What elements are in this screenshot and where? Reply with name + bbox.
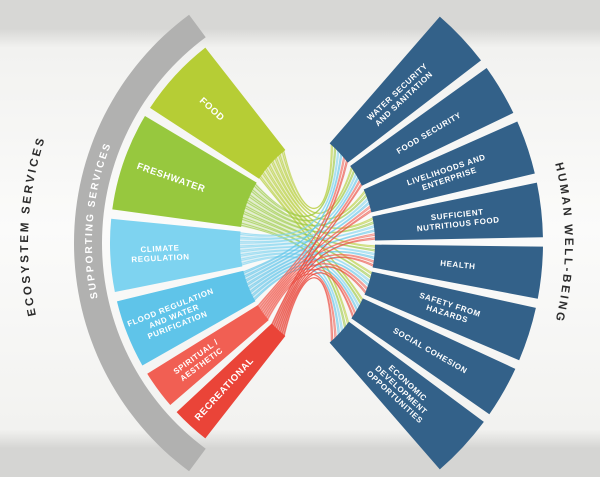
flow-line-climate-regulation-food-security bbox=[239, 172, 357, 239]
wedge-livelihoods-enterprise bbox=[363, 121, 535, 213]
wedge-label-health-line: HEALTH bbox=[440, 259, 476, 271]
wedge-safety-from-hazards bbox=[364, 271, 536, 361]
flow-line-climate-regulation-livelihoods-enterprise bbox=[239, 197, 369, 243]
wedge-food-security bbox=[350, 67, 514, 186]
flow-line-climate-regulation-sufficient-nutritious-food bbox=[239, 226, 376, 249]
flow-lines bbox=[238, 143, 376, 343]
flow-line-climate-regulation-health bbox=[239, 246, 376, 256]
flow-line-freshwater-health bbox=[244, 207, 376, 252]
flow-line-recreational-livelihoods-enterprise bbox=[274, 210, 373, 329]
flow-line-recreational-safety-from-hazards bbox=[280, 266, 367, 334]
flow-line-recreational-sufficient-nutritious-food bbox=[276, 238, 376, 331]
flow-line-freshwater-sufficient-nutritious-food bbox=[246, 199, 375, 233]
flow-line-climate-regulation-water-security-sanitation bbox=[239, 150, 340, 237]
wedge-freshwater bbox=[112, 116, 257, 227]
wedge-health bbox=[372, 244, 543, 299]
supporting-band-layer bbox=[73, 14, 206, 472]
flow-line-flood-regulation-water-purification-food-security bbox=[243, 175, 359, 277]
ecosystem-services-arc-label: ECOSYSTEM SERVICES bbox=[19, 135, 48, 318]
flow-line-freshwater-livelihoods-enterprise bbox=[249, 193, 368, 226]
flow-line-freshwater-food-security bbox=[250, 170, 356, 222]
flow-line-recreational-water-security-sanitation bbox=[271, 160, 349, 326]
wedge-food bbox=[150, 47, 286, 179]
flow-line-flood-regulation-water-purification-sufficient-nutritious-food bbox=[246, 230, 376, 287]
flow-line-freshwater-water-security-sanitation bbox=[253, 147, 337, 218]
wedge-economic-development bbox=[329, 321, 484, 470]
flow-line-climate-regulation-health bbox=[239, 245, 376, 255]
wedge-label-climate-regulation-line: REGULATION bbox=[131, 252, 190, 264]
wedge-recreational bbox=[176, 323, 286, 439]
flow-line-food-safety-from-hazards bbox=[265, 167, 373, 274]
flow-line-climate-regulation-livelihoods-enterprise bbox=[238, 198, 369, 244]
flow-line-flood-regulation-water-purification-water-security-sanitation bbox=[242, 154, 343, 275]
wedge-label-health: HEALTH bbox=[440, 259, 476, 271]
flow-line-freshwater-livelihoods-enterprise bbox=[248, 195, 368, 227]
flow-line-freshwater-sufficient-nutritious-food bbox=[246, 201, 375, 234]
flow-line-recreational-health bbox=[278, 257, 375, 332]
flow-line-recreational-economic-development bbox=[283, 277, 332, 343]
flow-ribbon-freshwater-health bbox=[243, 204, 376, 253]
flow-line-climate-regulation-social-cohesion bbox=[240, 253, 360, 309]
flow-line-flood-regulation-water-purification-food-security bbox=[243, 177, 360, 279]
flow-line-spiritual-aesthetic-water-security-sanitation bbox=[257, 157, 346, 308]
wedge-spiritual-aesthetic bbox=[147, 305, 269, 406]
wedge-social-cohesion bbox=[351, 298, 516, 415]
wedge-water-security-sanitation bbox=[329, 16, 482, 163]
flow-line-climate-regulation-sufficient-nutritious-food bbox=[239, 225, 376, 247]
flow-line-food-safety-from-hazards bbox=[264, 168, 373, 275]
flow-line-freshwater-food-security bbox=[251, 169, 355, 221]
flow-ribbon-food-water-security-sanitation bbox=[281, 142, 334, 209]
flow-line-freshwater-health bbox=[244, 205, 376, 251]
human-wellbeing-arc-label: HUMAN WELL-BEING bbox=[552, 161, 574, 324]
wedge-sufficient-nutritious-food bbox=[372, 182, 543, 241]
flow-line-recreational-social-cohesion bbox=[281, 272, 354, 335]
flow-line-food-water-security-sanitation bbox=[281, 144, 334, 210]
flow-line-food-food-security bbox=[277, 154, 354, 214]
wedge-climate-regulation bbox=[109, 218, 243, 293]
flow-line-flood-regulation-water-purification-health bbox=[248, 251, 376, 290]
wedge-flood-regulation-water-purification bbox=[116, 270, 256, 366]
ecosystem-services-arc-label-text: ECOSYSTEM SERVICES bbox=[19, 135, 46, 318]
flow-line-recreational-food-security bbox=[273, 183, 363, 328]
human-wellbeing-arc-label-text: HUMAN WELL-BEING bbox=[552, 161, 571, 324]
supporting-services-band bbox=[73, 14, 206, 472]
wedge-label-climate-regulation-line: CLIMATE bbox=[140, 243, 180, 254]
